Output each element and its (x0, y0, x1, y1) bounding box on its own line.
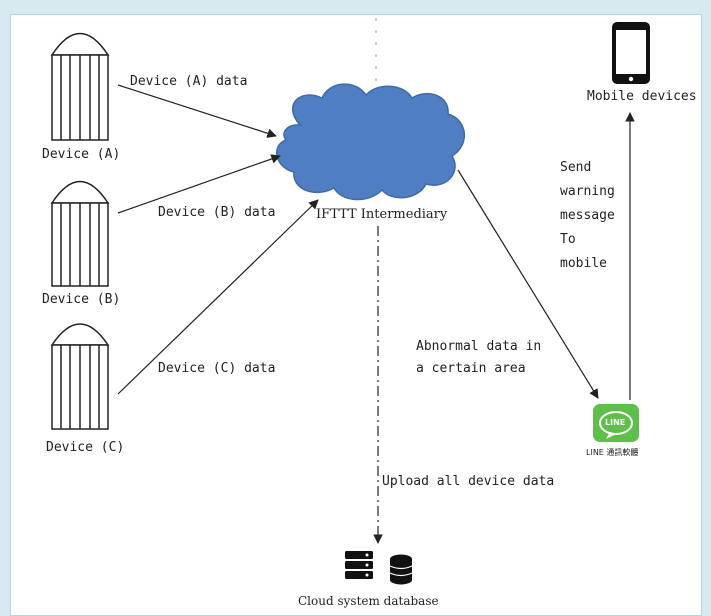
abnormal-data-line-2: a certain area (416, 361, 526, 376)
edge-device-c-to-cloud (117, 199, 319, 395)
line-app-icon (593, 404, 639, 442)
send-warning-line-3: message (560, 208, 615, 223)
device-a-data-label: Device (A) data (130, 74, 248, 89)
device-b-data-label: Device (B) data (158, 205, 276, 220)
send-warning-line-2: warning (560, 184, 615, 199)
edge-device-b-to-cloud (117, 154, 281, 214)
cloud-database-label: Cloud system database (298, 594, 439, 608)
mobile-phone-icon (612, 22, 650, 84)
device-a-icon (50, 32, 110, 141)
upload-label: Upload all device data (382, 474, 555, 489)
send-warning-label: Send warning message To mobile (560, 156, 615, 276)
mobile-devices-label: Mobile devices (587, 89, 697, 104)
send-warning-line-4: To (560, 232, 576, 247)
device-c-icon (50, 323, 110, 430)
ifttt-cloud-icon (276, 83, 466, 201)
line-caption: LINE 通訊軟體 (586, 448, 639, 457)
device-b-icon (50, 180, 110, 287)
ifttt-label: IFTTT Intermediary (316, 207, 448, 222)
database-cylinder-icon (389, 554, 413, 585)
send-warning-line-1: Send (560, 160, 592, 175)
edge-cloud-to-line (457, 169, 599, 399)
device-a-label: Device (A) (42, 147, 121, 162)
send-warning-line-5: mobile (560, 256, 607, 271)
device-b-label: Device (B) (42, 292, 121, 307)
line-badge-text: LINE (605, 418, 626, 427)
device-c-label: Device (C) (46, 440, 125, 455)
edge-device-a-to-cloud (117, 84, 277, 138)
server-icon (345, 551, 373, 579)
abnormal-data-label: Abnormal data in a certain area (416, 336, 541, 380)
abnormal-data-line-1: Abnormal data in (416, 339, 542, 354)
device-c-data-label: Device (C) data (158, 361, 276, 376)
